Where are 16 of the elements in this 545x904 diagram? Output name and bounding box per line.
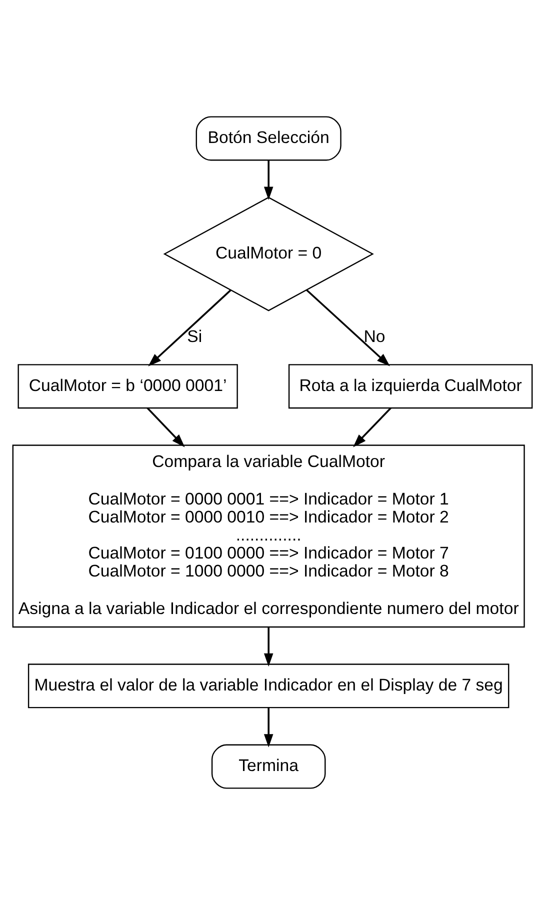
node-box: Muestra el valor de la variable Indicador en el Display de 7 seg [28,663,510,708]
arrow [353,406,392,447]
arrow [146,406,185,447]
arrow [148,289,232,366]
arrow [264,160,274,200]
node-box: Botón Selección [196,116,342,160]
edge-label: No [364,326,386,346]
node-box: Termina [211,744,326,788]
node-box: Compara la variable CualMotor CualMotor = 0000 0001 ==> Indicador = Motor 1 CualMotor = 0000 0010 ==> Indicador = Motor 2 .............. CualMotor = 0100 0000 ==> Indicador = Motor 7 CualMotor = 1000 0000 ==> Indicador = Motor 8 Asigna a la variable Indicador el correspondiente numero del motor [12,444,525,628]
arrow [264,707,274,747]
arrow [264,626,274,666]
edge-label: Si [187,326,202,346]
node-diamond: CualMotor = 0 [163,196,374,311]
arrow [306,288,390,366]
node-box: CualMotor = b ‘0000 0001’ [18,364,238,408]
node-box: Rota a la izquierda CualMotor [288,364,533,408]
